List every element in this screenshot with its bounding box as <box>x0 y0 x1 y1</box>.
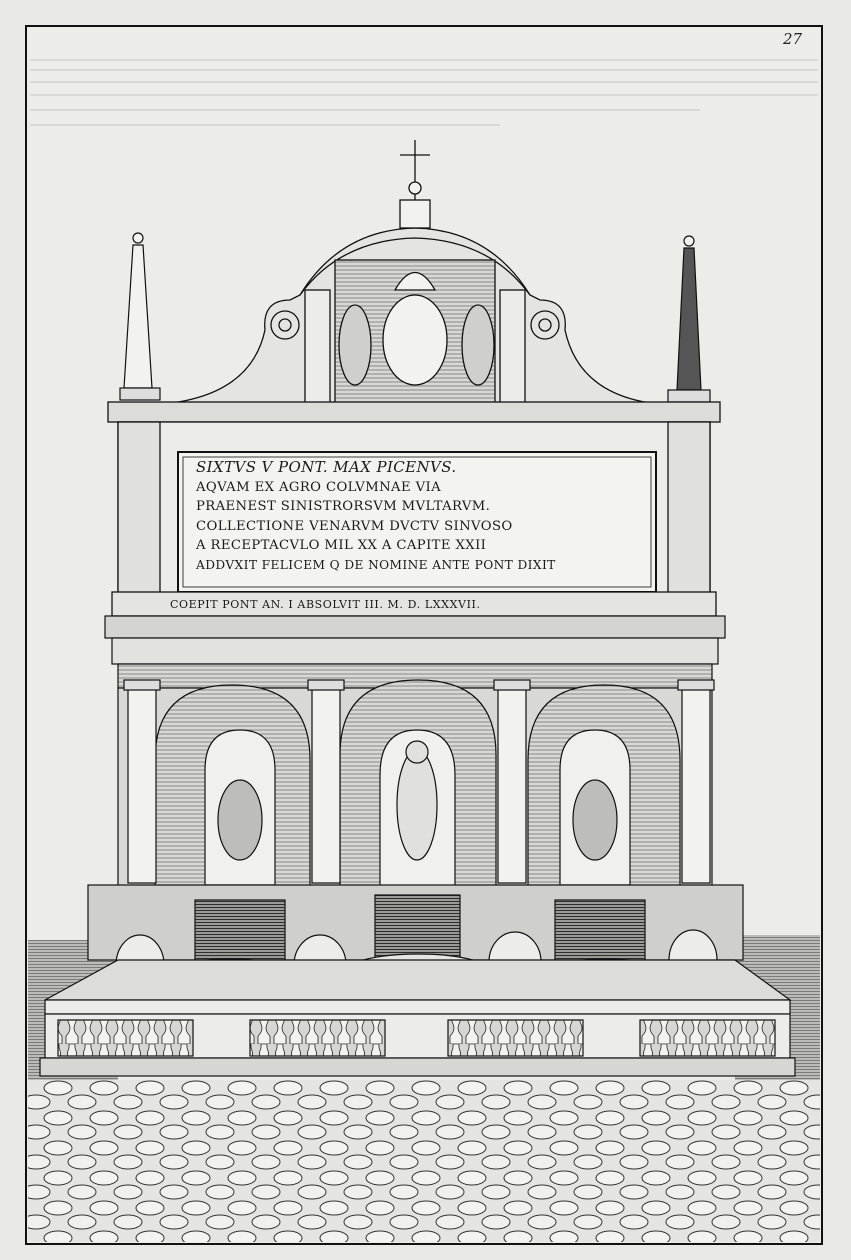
page-number: 27 <box>783 30 803 48</box>
inscription-line: COLLECTIONE VENARVM DVCTV SINVOSO <box>196 518 513 534</box>
inscription-line: AQVAM EX AGRO COLVMNAE VIA <box>196 479 442 495</box>
arcade <box>117 679 715 891</box>
inscription-line: ADDVXIT FELICEM Q DE NOMINE ANTE PONT DI… <box>196 557 556 572</box>
sky-hatching <box>30 59 818 126</box>
inscription-line: PRAENEST SINISTRORSVM MVLTARVM. <box>196 499 491 514</box>
attic-base-inscription: COEPIT PONT AN. I ABSOLVIT III. M. D. LX… <box>170 598 481 611</box>
fountain-inscription: SIXTVS V PONT. MAX PICENVS. AQVAM EX AGR… <box>196 458 656 575</box>
inscription-line: SIXTVS V PONT. MAX PICENVS. <box>196 458 457 476</box>
balustrade <box>39 959 796 1077</box>
obelisk-right <box>667 235 711 403</box>
papal-crest-pediment <box>149 140 671 406</box>
entablature <box>104 615 726 689</box>
attic <box>107 401 721 617</box>
obelisk-left <box>119 232 161 401</box>
inscription-line: A RECEPTACVLO MIL XX A CAPITE XXII <box>196 538 487 553</box>
cobblestone-pavement <box>28 1080 820 1242</box>
